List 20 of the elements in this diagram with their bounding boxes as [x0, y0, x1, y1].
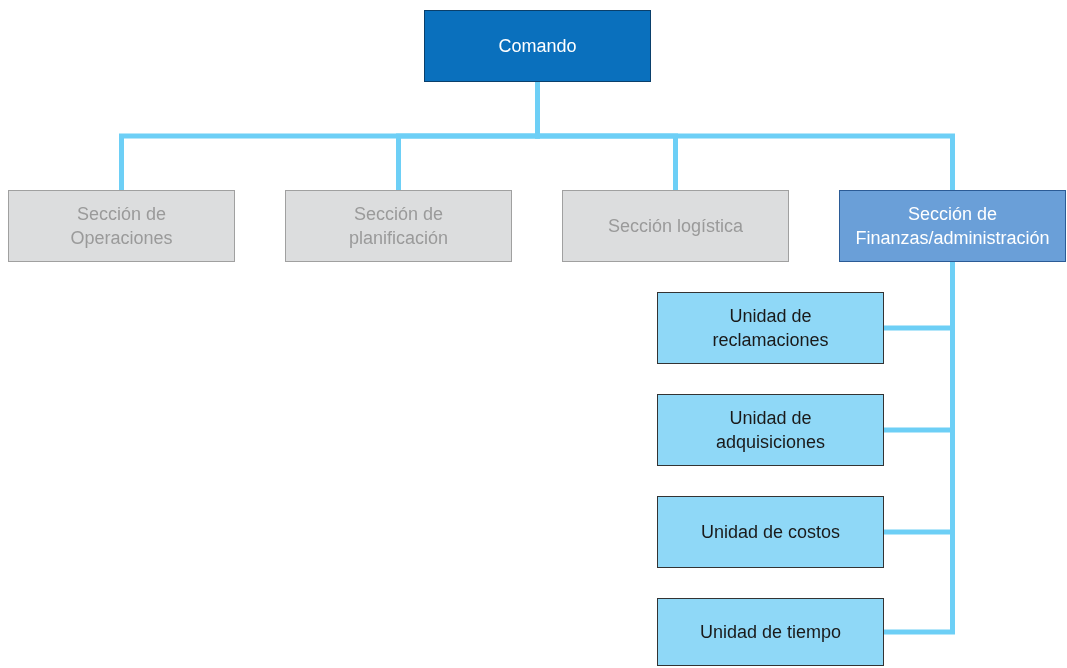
- section-box: [562, 190, 789, 262]
- node-label: Sección de Operaciones: [69, 203, 174, 250]
- unit-box: [657, 496, 884, 568]
- node-label: Unidad de costos: [700, 521, 841, 544]
- node-label: Unidad de reclamaciones: [711, 305, 830, 352]
- node-label: Sección logística: [607, 215, 744, 238]
- node-label: Unidad de adquisiciones: [714, 407, 827, 454]
- connector-line: [535, 82, 955, 190]
- section-box: [285, 190, 512, 262]
- command-box: [424, 10, 651, 82]
- node-label: Comando: [498, 35, 577, 58]
- node-label: Sección de planificación: [347, 203, 450, 250]
- node-label: Unidad de tiempo: [699, 621, 842, 644]
- node-label: Sección de Finanzas/administración: [854, 203, 1051, 250]
- unit-box: [657, 292, 884, 364]
- unit-box: [657, 598, 884, 666]
- section-box: [8, 190, 235, 262]
- unit-box: [657, 394, 884, 466]
- connector-line: [884, 262, 955, 635]
- section-box: [839, 190, 1066, 262]
